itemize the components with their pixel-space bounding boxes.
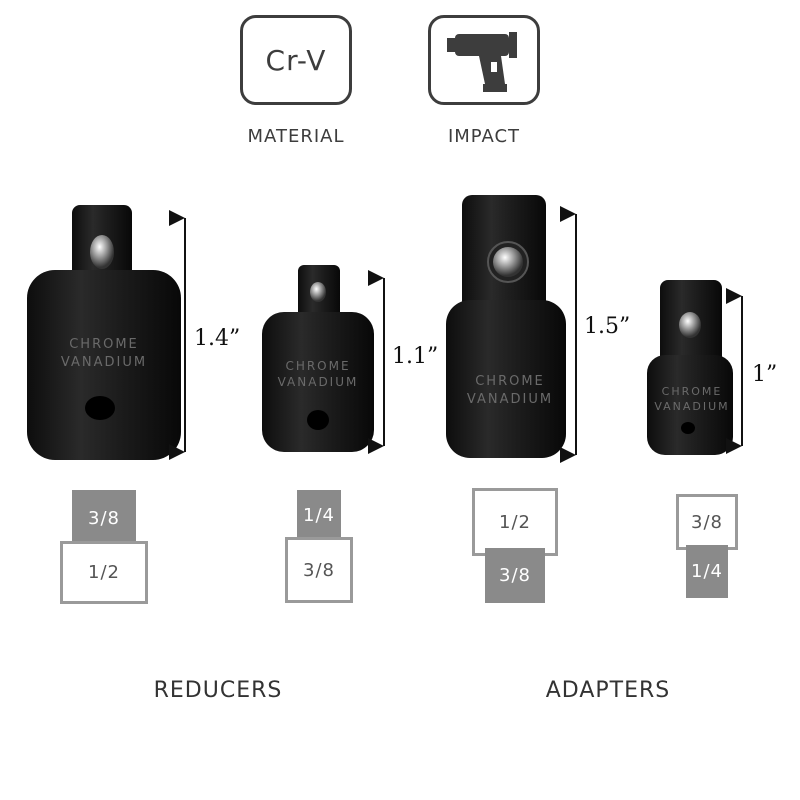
impact-badge <box>428 15 540 105</box>
adapters-label: ADAPTERS <box>545 678 671 703</box>
material-badge-text: Cr-V <box>265 43 327 77</box>
adapter-1-top-size: 3/8 <box>72 490 136 546</box>
adapter-3-top-size: 1/2 <box>472 488 558 556</box>
adapter-1-engraving-1: CHROME <box>69 337 139 352</box>
adapter-2-top-size: 1/4 <box>297 490 341 540</box>
material-caption: MATERIAL <box>247 126 345 147</box>
adapter-4: CHROME VANADIUM <box>647 280 733 455</box>
impact-caption: IMPACT <box>447 126 521 147</box>
adapter-2-bottom-size: 3/8 <box>285 537 353 603</box>
adapter-4-engraving-2: VANADIUM <box>654 400 729 413</box>
adapter-1-engraving-2: VANADIUM <box>61 355 147 370</box>
adapter-2-engraving-1: CHROME <box>285 359 350 373</box>
adapter-1: CHROME VANADIUM <box>27 205 181 460</box>
adapter-3: CHROME VANADIUM <box>446 195 566 458</box>
adapter-1-height: 1.4” <box>194 326 241 351</box>
adapter-3-engraving-1: CHROME <box>475 374 545 389</box>
adapter-4-bottom-size: 1/4 <box>686 545 728 598</box>
adapter-3-bottom-size: 3/8 <box>485 548 545 603</box>
adapter-1-bottom-size: 1/2 <box>60 541 148 604</box>
adapter-2-engraving-2: VANADIUM <box>278 375 359 389</box>
reducers-label: REDUCERS <box>153 678 283 703</box>
material-badge: Cr-V <box>240 15 352 105</box>
adapter-4-top-size: 3/8 <box>676 494 738 550</box>
adapter-3-engraving-2: VANADIUM <box>467 392 553 407</box>
adapter-2: CHROME VANADIUM <box>262 265 374 452</box>
impact-wrench-icon <box>447 32 517 92</box>
adapter-2-height: 1.1” <box>392 344 439 369</box>
adapter-3-height: 1.5” <box>584 314 631 339</box>
adapter-4-height: 1” <box>752 362 778 387</box>
adapter-4-engraving-1: CHROME <box>662 385 723 398</box>
